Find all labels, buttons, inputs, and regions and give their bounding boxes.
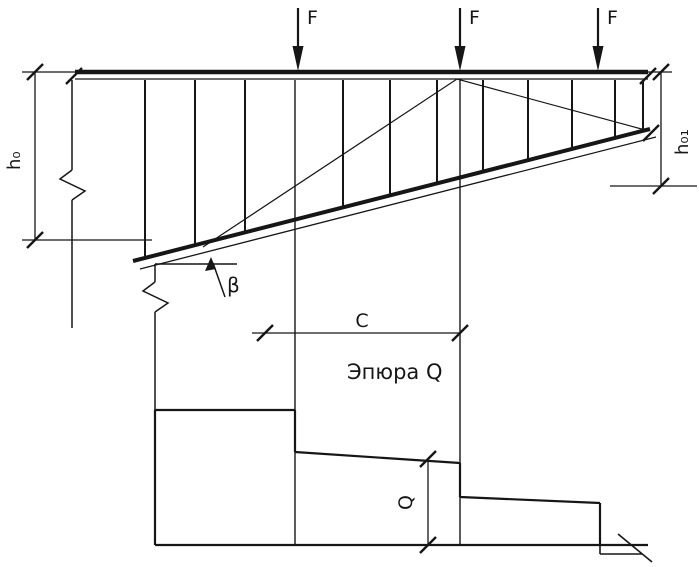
force-arrow-shafts	[296, 8, 600, 50]
bottom-chord-thin	[139, 136, 657, 270]
break-symbol-left	[58, 169, 87, 201]
dimension-lines	[34, 72, 662, 545]
force-arrowhead	[454, 46, 466, 71]
beta-angle: β	[155, 257, 240, 298]
beam-outline	[75, 69, 657, 270]
shear-diagram-title: Эпюра Q	[347, 360, 442, 384]
shear-outline	[153, 408, 648, 547]
dimension-ticks	[26, 63, 670, 554]
load-guide-lines	[294, 80, 461, 545]
h01-dimension-label: h₀₁	[672, 129, 693, 155]
force-label: F	[469, 7, 480, 29]
force-arrowhead	[592, 46, 604, 71]
force-arrowhead	[292, 46, 304, 71]
q-value-label: Q	[395, 495, 417, 510]
c-dimension-label: C	[355, 310, 368, 332]
extension-lines	[22, 71, 697, 241]
force-label: F	[607, 7, 618, 29]
force-arrows: F F F	[292, 7, 618, 71]
force-label: F	[307, 7, 318, 29]
bottom-chord-thick	[132, 127, 651, 263]
shear-diagram	[153, 408, 653, 563]
h0-dimension-label: h₀	[4, 151, 25, 170]
stirrups	[144, 80, 644, 258]
shear-cut-end	[599, 533, 653, 563]
crack-lines	[202, 78, 650, 248]
beta-arrowhead	[205, 257, 216, 271]
break-symbol-support	[141, 281, 170, 313]
beta-label: β	[227, 273, 240, 297]
